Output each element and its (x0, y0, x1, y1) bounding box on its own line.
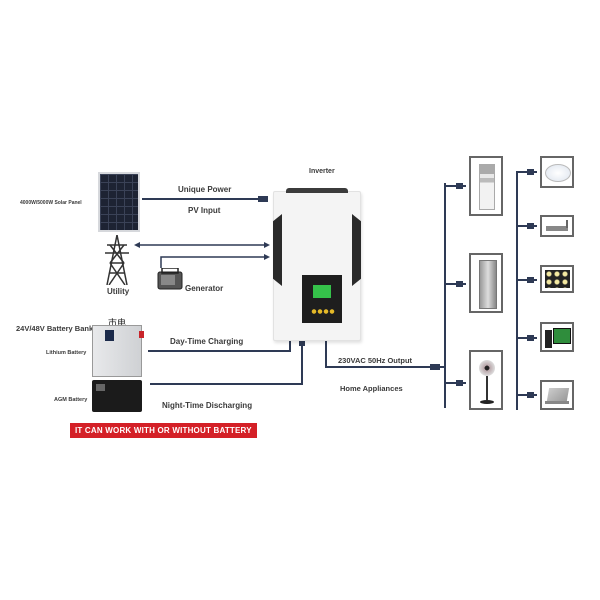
output-wire (325, 340, 444, 368)
control-buttons (311, 309, 335, 314)
battery-note-badge: IT CAN WORK WITH OR WITHOUT BATTERY (70, 423, 257, 438)
night-discharging-label: Night-Time Discharging (162, 401, 253, 410)
lcd-screen (313, 285, 331, 298)
appliance-standing-fan (469, 350, 503, 410)
inverter-control-panel (302, 275, 342, 323)
day-charging-wire (148, 340, 291, 352)
utility-label: Utility (107, 287, 130, 296)
day-charging-label: Day-Time Charging (170, 337, 244, 346)
inverter-handle (286, 188, 348, 193)
utility-arrow-right (264, 242, 270, 248)
inverter-side-vent-left (273, 214, 282, 286)
pv-input-label: PV Input (188, 206, 221, 215)
appliance-air-conditioner (469, 156, 503, 216)
generator-icon (157, 268, 183, 290)
utility-tower-icon (105, 235, 129, 285)
battery-connector (299, 338, 305, 346)
appliance-desktop-computer (540, 322, 574, 352)
generator-wire (160, 256, 268, 268)
chinese-mark: 市电 (108, 318, 127, 328)
generator-label: Generator (185, 284, 224, 293)
inverter-side-vent-right (352, 214, 361, 286)
lithium-battery-icon (92, 325, 144, 377)
generator-arrow (264, 254, 270, 260)
lithium-battery-label: Lithium Battery (46, 350, 87, 356)
home-appliances-label: Home Appliances (340, 384, 403, 393)
utility-arrow-left (134, 242, 140, 248)
solar-panel-icon (98, 172, 140, 232)
output-label: 230VAC 50Hz Output (338, 356, 413, 365)
inverter-unit (273, 188, 361, 341)
appliance-laptop (540, 380, 574, 410)
agm-battery-label: AGM Battery (54, 397, 88, 403)
pv-connector (258, 196, 268, 202)
battery-bank-label: 24V/48V Battery Bankn (16, 324, 98, 333)
output-connector (430, 364, 440, 370)
unique-power-label: Unique Power (178, 185, 232, 194)
night-discharging-wire (150, 340, 303, 385)
appliance-refrigerator (469, 253, 503, 313)
appliance-television (540, 265, 574, 293)
inverter-label: Inverter (309, 168, 335, 175)
appliance-ceiling-light (540, 156, 574, 188)
agm-battery-icon (92, 380, 142, 412)
appliance-router (540, 215, 574, 237)
solar-panel-label: 4000W/5000W Solar Panel (20, 200, 82, 206)
